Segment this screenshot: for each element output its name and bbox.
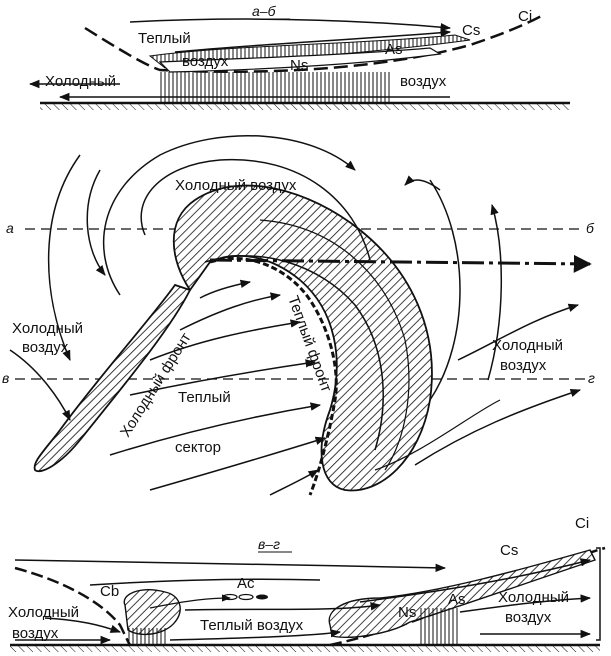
bottom-ns-label: Ns (398, 604, 416, 621)
upper-flow-line (90, 579, 320, 585)
bottom-cold-right-label-1: Холодный (498, 589, 569, 606)
bottom-as-label: As (448, 591, 466, 608)
top-ci-label: Ci (518, 8, 532, 25)
bottom-cb-label: Cb (100, 583, 119, 600)
warm-sector-label-1: Теплый (178, 389, 231, 406)
ns-precipitation (420, 608, 460, 645)
ac-clouds (223, 595, 268, 600)
top-cs-label: Cs (462, 22, 480, 39)
cold-air-left-label-1: Холодный (12, 320, 83, 337)
warm-sector-label-2: сектор (175, 439, 221, 456)
middle-section: а б в г Холодный возду (2, 136, 595, 495)
top-section-title: а–б (252, 3, 277, 19)
top-ns-label: Ns (290, 57, 308, 74)
top-cold-left-label: Холодный (45, 73, 116, 90)
cold-air-top-label: Холодный воздух (175, 177, 297, 194)
bottom-cold-right-label-2: воздух (505, 609, 552, 626)
bottom-warm-label: Теплый воздух (200, 617, 304, 634)
warm-air-arrow-1 (130, 19, 450, 28)
marker-b: б (586, 220, 595, 236)
bottom-ac-label: Ac (237, 575, 255, 592)
marker-g: г (588, 370, 595, 386)
cyclone-track-arrow (210, 260, 590, 264)
marker-a: а (6, 220, 14, 236)
top-section: а–б Теплый воздух Холодный воздух Ci Cs … (30, 3, 570, 110)
cold-air-left-label-2: воздух (22, 339, 69, 356)
bottom-cold-left-label-1: Холодный (8, 604, 79, 621)
marker-v: в (2, 370, 9, 386)
upper-flow-arrow-1 (15, 560, 445, 568)
bottom-section: в–г Cb Ac (8, 515, 605, 652)
warm-sector-arrow-7 (270, 470, 318, 495)
cold-air-right-label-2: воздух (500, 357, 547, 374)
isobar-right-1 (430, 180, 460, 400)
cold-air-right-label-1: Холодный (492, 337, 563, 354)
isobar-left-3 (10, 350, 70, 420)
warm-sector-arrow-1 (200, 282, 250, 298)
ground-hatch (40, 104, 570, 110)
warm-sector-arrow-2 (180, 295, 280, 330)
bottom-ci-label: Ci (575, 515, 589, 532)
bottom-cold-left-label-2: воздух (12, 625, 59, 642)
bottom-section-title: в–г (258, 536, 280, 552)
bottom-ground-hatch (10, 646, 600, 652)
top-warm-label-1: Теплый (138, 30, 191, 47)
cb-precipitation (128, 628, 168, 645)
top-cold-right-label: воздух (400, 73, 447, 90)
height-bracket (596, 548, 600, 640)
isobar-left-1 (87, 170, 105, 275)
top-as-label: As (385, 41, 403, 58)
bottom-cs-label: Cs (500, 542, 518, 559)
cb-cloud (124, 590, 180, 635)
top-warm-label-2: воздух (182, 53, 229, 70)
